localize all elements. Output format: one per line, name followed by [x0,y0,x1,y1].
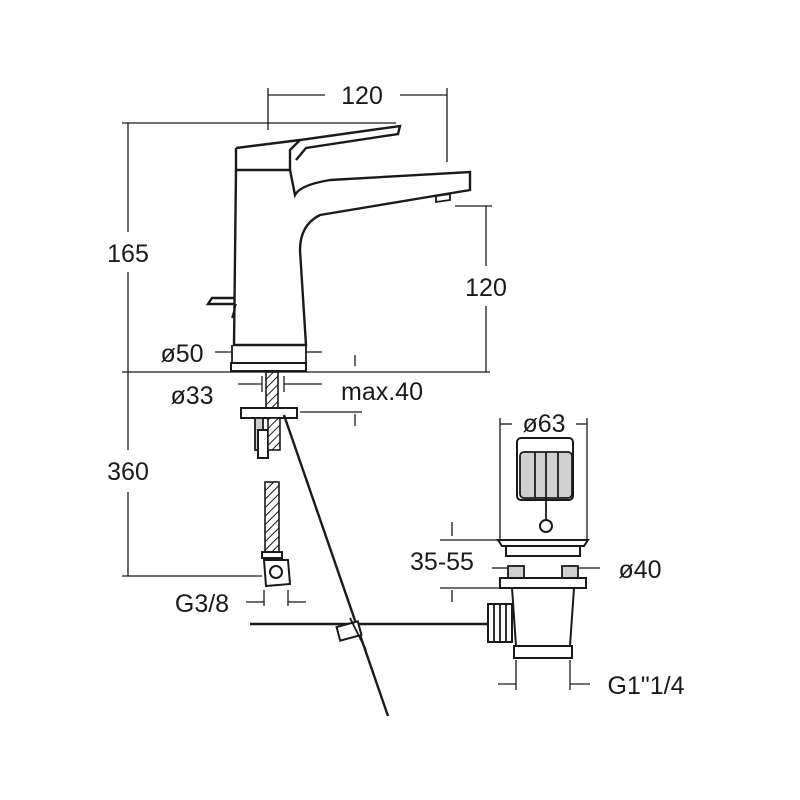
dim-hole-diameter: ø33 [170,382,213,410]
mounting-assembly [240,371,390,717]
dim-base-diameter: ø50 [160,340,203,368]
dim-max-deck-thickness: max.40 [341,378,423,406]
dim-waste-range: 35-55 [410,548,474,576]
dim-spout-height: 120 [465,274,507,302]
dim-waste-outlet-thread: G1"1/4 [608,672,685,700]
dim-hose-connection: G3/8 [175,590,229,618]
dim-spout-reach: 120 [341,82,383,110]
waste-assembly [250,437,590,659]
dim-waste-head-diameter: ø63 [522,410,565,438]
dim-total-height: 165 [107,240,149,268]
dim-hose-length: 360 [107,458,149,486]
faucet-body [205,124,472,372]
dim-waste-hole-diameter: ø40 [618,556,661,584]
dimension-lines [122,88,600,690]
